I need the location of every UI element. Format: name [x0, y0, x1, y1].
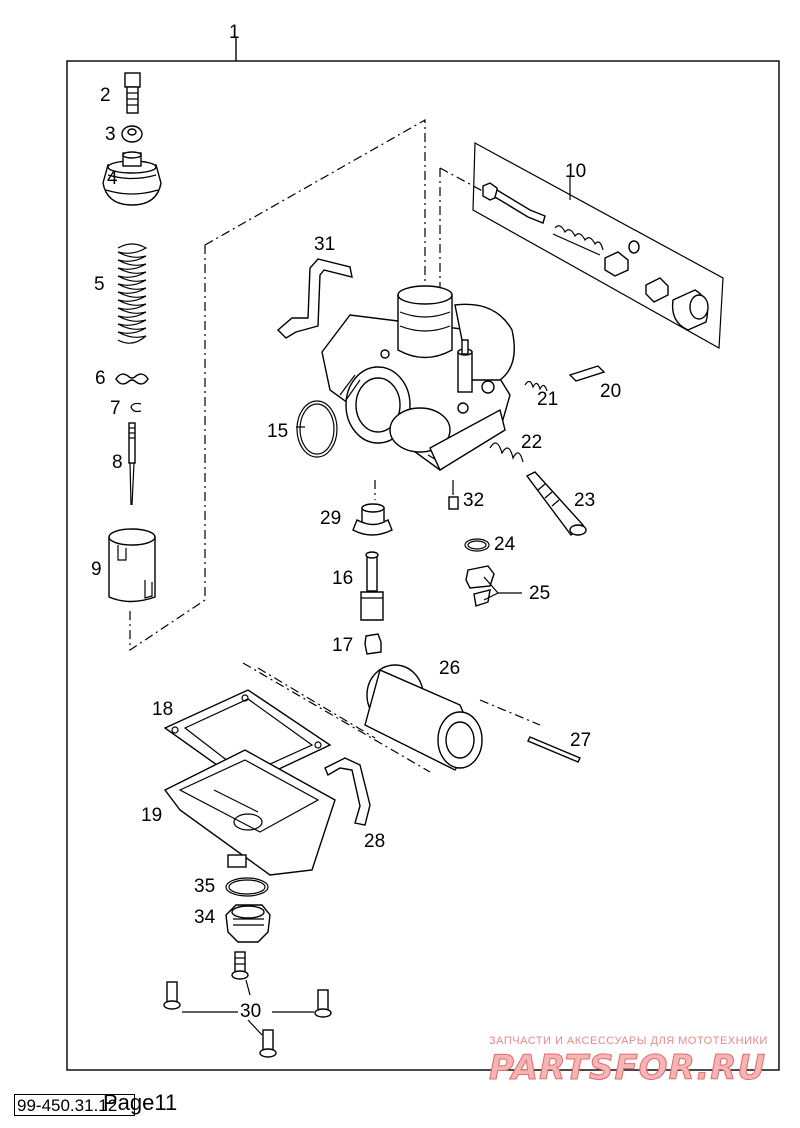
part-labels: 1 2 3 4 5 6 7 8 9 10 31 15 20 21 22 32 2…: [91, 22, 621, 1022]
part-17-main-jet: [364, 633, 382, 655]
label-24: 24: [494, 534, 516, 555]
label-2: 2: [100, 85, 111, 106]
part-34-drain-plug: [225, 904, 271, 943]
part-26-float: [364, 664, 483, 771]
part-16-needle-jet: [360, 551, 384, 621]
label-25: 25: [529, 583, 550, 604]
part-7-eclip: [130, 402, 142, 413]
part-25-valve-seat: [465, 565, 495, 607]
label-8: 8: [112, 452, 123, 473]
label-29: 29: [320, 508, 341, 529]
label-28: 28: [364, 831, 385, 852]
label-32: 32: [463, 490, 484, 511]
part-30-screw-left: [163, 981, 181, 1010]
part-6-clip: [115, 373, 149, 385]
label-1: 1: [229, 22, 240, 43]
label-17: 17: [332, 635, 353, 656]
label-9: 9: [91, 559, 102, 580]
label-23: 23: [574, 490, 595, 511]
label-18: 18: [152, 699, 173, 720]
part-35-oring: [225, 877, 269, 897]
part-30-screw-right: [314, 989, 332, 1018]
part-31-hose: [276, 258, 353, 339]
label-31: 31: [314, 234, 335, 255]
part-8-needle: [128, 422, 136, 506]
part-32-pin: [448, 480, 459, 510]
dashed-lines: [129, 118, 541, 773]
label-16: 16: [332, 568, 353, 589]
label-5: 5: [94, 274, 105, 295]
label-15: 15: [267, 421, 288, 442]
part-30-screw-bottom: [259, 1029, 277, 1058]
label-27: 27: [570, 730, 591, 751]
label-10: 10: [565, 161, 586, 182]
label-20: 20: [600, 381, 621, 402]
part-27-float-pin: [527, 736, 581, 763]
leader-lines: [182, 177, 571, 1036]
label-19: 19: [141, 805, 162, 826]
label-35: 35: [194, 876, 215, 897]
label-3: 3: [105, 124, 116, 145]
document-code: 99-450.31.12: [14, 1094, 135, 1116]
assembly-frame: [66, 60, 780, 1071]
part-4-cap: [102, 151, 162, 206]
part-29-atomizer: [352, 503, 393, 536]
watermark-brand: PARTSFOR.RU: [489, 1048, 766, 1088]
label-34: 34: [194, 907, 216, 928]
part-21-spring: [524, 380, 548, 392]
label-4: 4: [107, 168, 118, 189]
watermark-tagline: ЗАПЧАСТИ И АКСЕССУАРЫ ДЛЯ МОТОТЕХНИКИ: [489, 1035, 768, 1047]
part-19-float-bowl: [163, 749, 336, 876]
part-23-screw: [525, 471, 587, 537]
part-2-adjuster-screw: [124, 72, 141, 114]
watermark: ЗАПЧАСТИ И АКСЕССУАРЫ ДЛЯ МОТОТЕХНИКИ PA…: [489, 1035, 768, 1089]
part-24-washer: [464, 538, 490, 552]
label-6: 6: [95, 368, 106, 389]
part-3-nut: [121, 125, 143, 143]
label-21: 21: [537, 389, 558, 410]
page-number: Page11: [103, 1090, 178, 1115]
part-22-spring: [489, 442, 524, 463]
part-20-screw: [568, 365, 606, 382]
part-28-hose: [324, 757, 371, 826]
part-30-screw-top: [231, 951, 249, 980]
part-15-oring: [296, 400, 338, 458]
carburetor-body: [321, 285, 515, 472]
label-7: 7: [110, 398, 121, 419]
part-5-spring: [117, 243, 148, 344]
label-22: 22: [521, 432, 542, 453]
label-30: 30: [240, 1001, 261, 1022]
part-10-starter-group: [472, 142, 724, 349]
label-26: 26: [439, 658, 460, 679]
part-9-slide: [108, 528, 156, 603]
